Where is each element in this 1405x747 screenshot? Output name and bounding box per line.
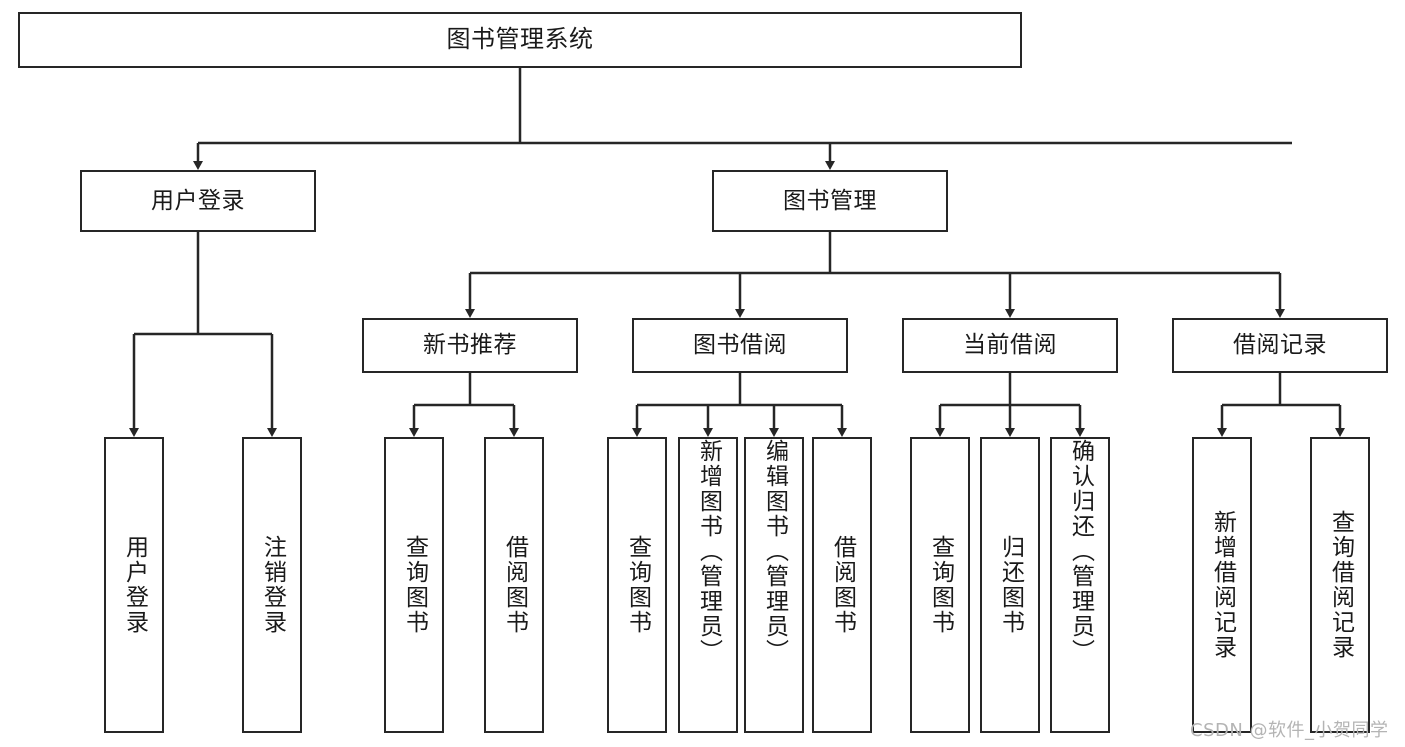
node-borrow-record-label: 借阅记录 — [1233, 332, 1327, 359]
node-leaf-logout[interactable]: 注销登录 — [242, 437, 302, 733]
node-root-label: 图书管理系统 — [446, 25, 594, 54]
node-leaf-user-login-label: 用户登录 — [121, 535, 148, 635]
node-leaf-borrow-book-1[interactable]: 借阅图书 — [484, 437, 544, 733]
node-leaf-confirm-return-label: 确认归还（管理员） — [1067, 439, 1094, 664]
node-leaf-edit-book[interactable]: 编辑图书（管理员） — [744, 437, 804, 733]
node-leaf-query-record[interactable]: 查询借阅记录 — [1310, 437, 1370, 733]
node-leaf-return-book[interactable]: 归还图书 — [980, 437, 1040, 733]
node-current-borrow[interactable]: 当前借阅 — [902, 318, 1118, 373]
node-leaf-query-book-1-label: 查询图书 — [401, 535, 428, 635]
node-leaf-borrow-book-2-label: 借阅图书 — [829, 535, 856, 635]
node-borrow-record[interactable]: 借阅记录 — [1172, 318, 1388, 373]
node-leaf-query-book-2-label: 查询图书 — [624, 535, 651, 635]
node-book-manage-label: 图书管理 — [783, 187, 877, 214]
node-leaf-borrow-book-2[interactable]: 借阅图书 — [812, 437, 872, 733]
node-leaf-add-book[interactable]: 新增图书（管理员） — [678, 437, 738, 733]
node-book-borrow[interactable]: 图书借阅 — [632, 318, 848, 373]
node-leaf-query-book-2[interactable]: 查询图书 — [607, 437, 667, 733]
node-new-book-rec[interactable]: 新书推荐 — [362, 318, 578, 373]
node-book-borrow-label: 图书借阅 — [693, 332, 787, 359]
node-new-book-rec-label: 新书推荐 — [423, 332, 517, 359]
node-leaf-query-record-label: 查询借阅记录 — [1327, 510, 1354, 660]
node-leaf-query-book-3[interactable]: 查询图书 — [910, 437, 970, 733]
node-user-login-label: 用户登录 — [151, 187, 245, 214]
node-leaf-edit-book-label: 编辑图书（管理员） — [761, 439, 788, 664]
node-current-borrow-label: 当前借阅 — [963, 332, 1057, 359]
node-leaf-logout-label: 注销登录 — [259, 535, 286, 635]
node-leaf-add-record[interactable]: 新增借阅记录 — [1192, 437, 1252, 733]
node-root[interactable]: 图书管理系统 — [18, 12, 1022, 68]
node-leaf-add-record-label: 新增借阅记录 — [1209, 510, 1236, 660]
node-leaf-add-book-label: 新增图书（管理员） — [695, 439, 722, 664]
node-leaf-query-book-1[interactable]: 查询图书 — [384, 437, 444, 733]
node-leaf-return-book-label: 归还图书 — [997, 535, 1024, 635]
node-leaf-user-login[interactable]: 用户登录 — [104, 437, 164, 733]
node-leaf-query-book-3-label: 查询图书 — [927, 535, 954, 635]
node-book-manage[interactable]: 图书管理 — [712, 170, 948, 232]
watermark: CSDN @软件_小贺同学 — [1190, 720, 1389, 741]
node-user-login[interactable]: 用户登录 — [80, 170, 316, 232]
node-leaf-borrow-book-1-label: 借阅图书 — [501, 535, 528, 635]
node-leaf-confirm-return[interactable]: 确认归还（管理员） — [1050, 437, 1110, 733]
